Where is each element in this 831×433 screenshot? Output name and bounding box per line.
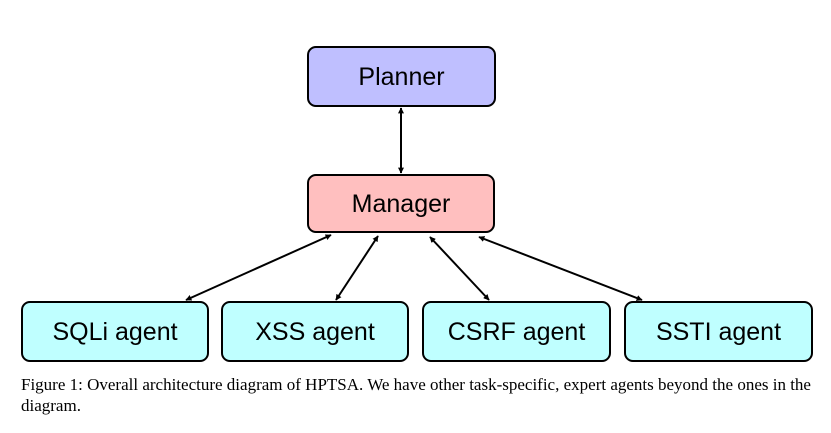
node-csrf-agent: CSRF agent [422, 301, 611, 362]
node-manager: Manager [307, 174, 495, 233]
node-xss-agent-label: XSS agent [255, 318, 375, 346]
node-ssti-agent-label: SSTI agent [656, 318, 781, 346]
node-xss-agent: XSS agent [221, 301, 409, 362]
figure-caption: Figure 1: Overall architecture diagram o… [21, 375, 811, 415]
edge-manager-csrf [429, 236, 490, 301]
node-planner-label: Planner [358, 63, 444, 91]
node-csrf-agent-label: CSRF agent [448, 318, 586, 346]
node-ssti-agent: SSTI agent [624, 301, 813, 362]
edge-manager-sqli [185, 234, 332, 301]
node-sqli-agent: SQLi agent [21, 301, 209, 362]
architecture-diagram: Planner Manager SQLi agent XSS agent CSR… [21, 46, 813, 362]
edge-manager-xss [335, 235, 379, 301]
node-sqli-agent-label: SQLi agent [52, 318, 177, 346]
node-planner: Planner [307, 46, 496, 107]
edge-manager-ssti [478, 236, 643, 301]
node-manager-label: Manager [352, 190, 451, 218]
